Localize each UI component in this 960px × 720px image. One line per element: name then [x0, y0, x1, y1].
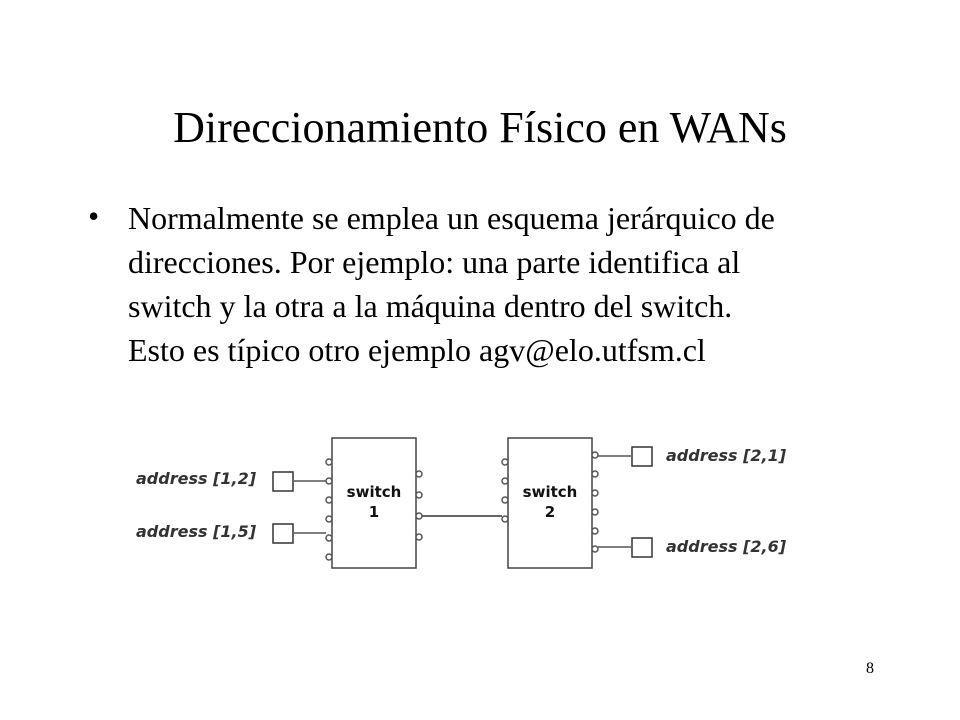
bullet-line-3: switch y la otra a la máquina dentro del…: [128, 288, 733, 324]
address-label: address [2,6]: [666, 537, 787, 556]
switch-2-port: [501, 515, 509, 523]
switch-1-port: [325, 553, 333, 561]
switch-1-label: switch: [347, 483, 402, 501]
switch-2-port: [591, 508, 599, 516]
bullet-marker: •: [88, 198, 100, 234]
switch-1-port: [415, 470, 423, 478]
switch-1-port: [325, 515, 333, 523]
switch-2-port: [501, 496, 509, 504]
switch-1-number: 1: [369, 503, 379, 521]
host-computer-icon: [631, 446, 653, 467]
host-computer-icon: [631, 537, 653, 558]
switch-2-number: 2: [545, 503, 555, 521]
switch-2-port: [501, 458, 509, 466]
bullet-line-4: Esto es típico otro ejemplo agv@elo.utfs…: [128, 332, 706, 368]
switch-2-port: [591, 470, 599, 478]
switch-2-port: [501, 477, 509, 485]
switch-1-port: [325, 496, 333, 504]
slide-title: Direccionamiento Físico en WANs: [173, 103, 787, 152]
network-diagram-svg: switch 1 switch 2 address [1,2] address …: [136, 437, 787, 569]
switch-1-port: [325, 534, 333, 542]
switch-2-port: [591, 489, 599, 497]
bullet-text: Normalmente se emplea un esquema jerárqu…: [128, 196, 868, 372]
network-diagram: switch 1 switch 2 address [1,2] address …: [120, 418, 810, 588]
bullet-line-1: Normalmente se emplea un esquema jerárqu…: [128, 200, 775, 236]
host-computer-icon: [272, 523, 294, 544]
address-label: address [1,2]: [136, 469, 257, 488]
switch-1-port: [415, 512, 423, 520]
switch-1-port: [325, 458, 333, 466]
switch-1-port: [415, 533, 423, 541]
switch-1-box: [331, 437, 417, 569]
switch-1-port: [415, 491, 423, 499]
bullet-line-2: direcciones. Por ejemplo: una parte iden…: [128, 244, 741, 280]
host-computer-icon: [272, 471, 294, 492]
switch-2-port: [591, 545, 599, 553]
switch-2-box: [507, 437, 593, 569]
switch-2-port: [591, 451, 599, 459]
switch-1-port: [325, 477, 333, 485]
switch-2-label: switch: [523, 483, 578, 501]
address-label: address [1,5]: [136, 522, 257, 541]
address-label: address [2,1]: [666, 446, 787, 465]
page-number: 8: [866, 660, 874, 677]
switch-2-port: [591, 527, 599, 535]
